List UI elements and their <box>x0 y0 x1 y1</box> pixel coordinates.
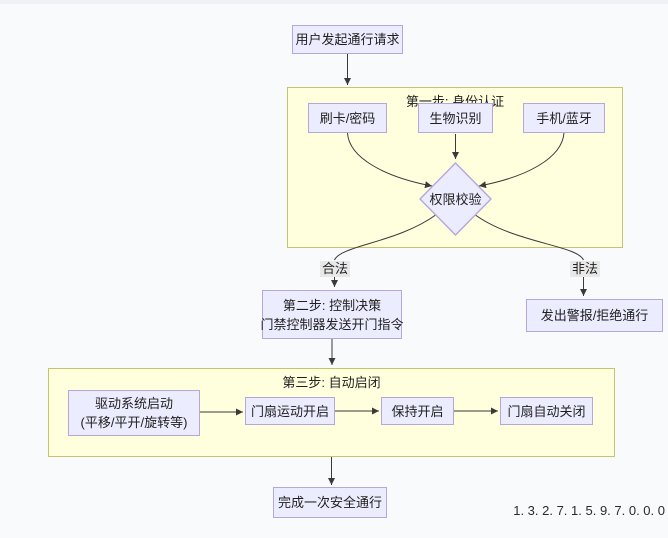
node-permission-check-diamond <box>419 162 492 236</box>
node-user-request-label: 用户发起通行请求 <box>295 32 400 47</box>
node-card-password: 刷卡/密码 <box>308 103 387 133</box>
node-biometric-label: 生物识别 <box>429 110 482 126</box>
node-permission-check-label: 权限校验 <box>429 192 481 207</box>
node-hold-open: 保持开启 <box>381 397 454 425</box>
node-alarm-deny: 发出警报/拒绝通行 <box>526 299 663 332</box>
node-door-open-label: 门扇运动开启 <box>250 403 329 419</box>
node-phone-bluetooth-label: 手机/蓝牙 <box>536 110 592 126</box>
edge-check-to-illegal-label <box>473 213 584 261</box>
node-finish-label: 完成一次安全通行 <box>277 495 382 510</box>
node-drive-system-line1: 驱动系统启动 <box>94 396 173 411</box>
node-drive-system-line2: (平移/平开/旋转等) <box>80 415 188 430</box>
window-top-edge <box>0 0 668 4</box>
node-door-open: 门扇运动开启 <box>245 397 335 425</box>
node-auto-close: 门扇自动关闭 <box>500 397 593 425</box>
node-hold-open-label: 保持开启 <box>391 403 444 419</box>
node-finish: 完成一次安全通行 <box>273 487 387 518</box>
edge-card-to-check <box>347 132 433 189</box>
watermark-text: 1. 3. 2. 7. 1. 5. 9. 7. 0. 0. 0 <box>513 503 665 518</box>
node-control-decision: 第二步: 控制决策 门禁控制器发送开门指令 <box>260 290 404 339</box>
edge-label-legal: 合法 <box>320 261 351 277</box>
node-alarm-deny-label: 发出警报/拒绝通行 <box>540 308 649 323</box>
node-user-request: 用户发起通行请求 <box>292 25 403 54</box>
node-card-password-label: 刷卡/密码 <box>319 110 376 126</box>
edge-check-to-legal-label <box>334 213 438 261</box>
node-drive-system: 驱动系统启动 (平移/平开/旋转等) <box>68 390 200 436</box>
node-phone-bluetooth: 手机/蓝牙 <box>523 103 605 133</box>
node-biometric: 生物识别 <box>418 103 493 133</box>
node-control-decision-line1: 第二步: 控制决策 <box>282 297 382 313</box>
edge-phone-to-check <box>478 132 565 189</box>
node-auto-close-label: 门扇自动关闭 <box>507 403 586 419</box>
cluster-step3-title: 第三步: 自动启闭 <box>282 375 381 390</box>
node-control-decision-line2: 门禁控制器发送开门指令 <box>260 316 404 332</box>
edge-label-illegal: 非法 <box>570 261 601 277</box>
